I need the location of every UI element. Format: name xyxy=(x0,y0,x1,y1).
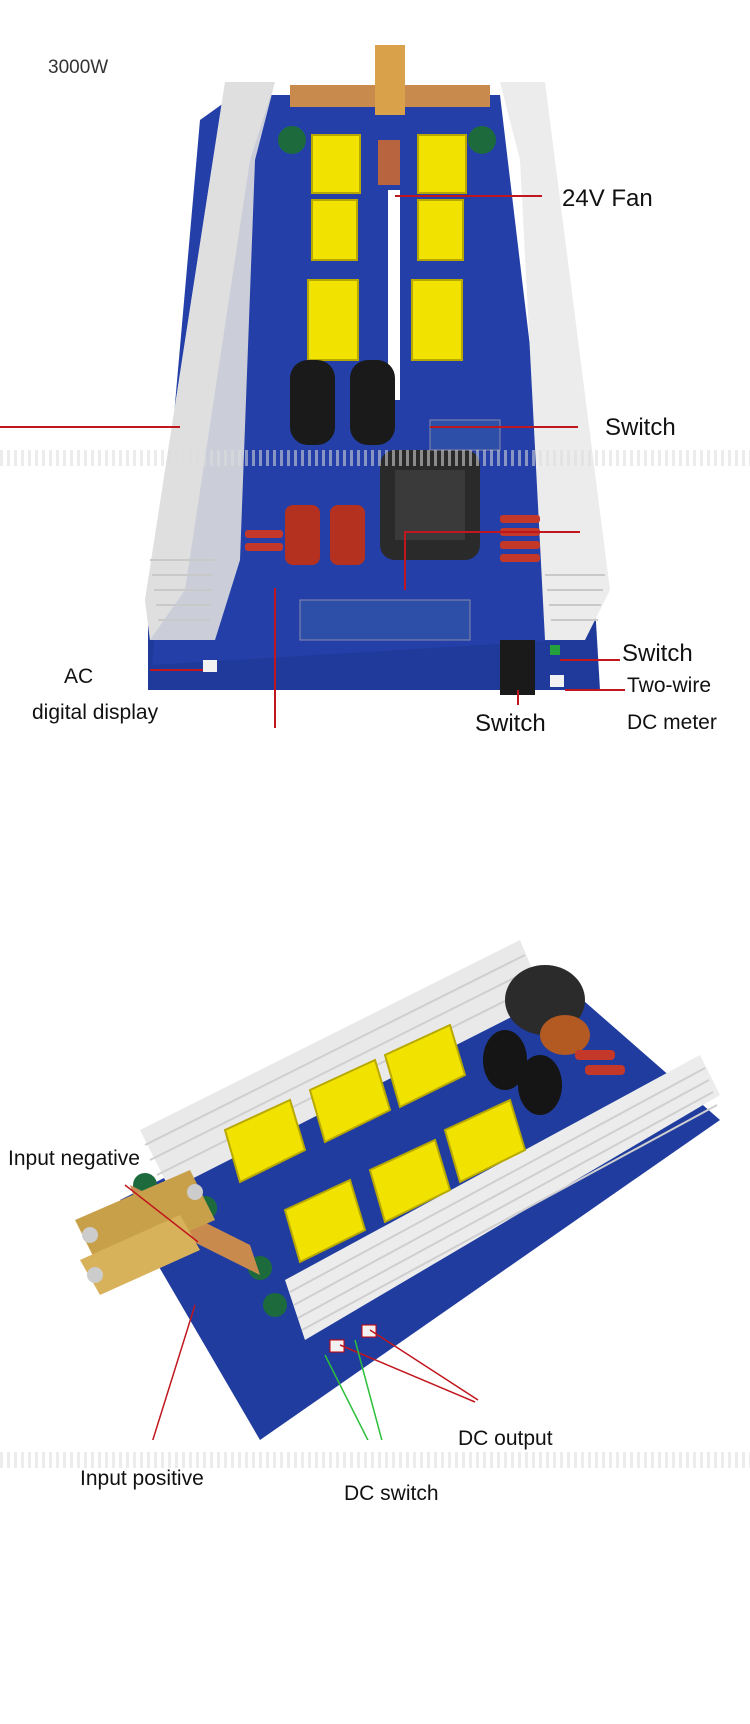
switch-bottom-label: Switch xyxy=(475,710,546,737)
digital-display-label: digital display xyxy=(32,701,159,724)
dc-switch-leader-line-2 xyxy=(354,1339,383,1440)
bottom-inverter-illustration xyxy=(75,940,720,1440)
scan-noise-bottom xyxy=(0,1452,750,1468)
input-negative-leader-line xyxy=(124,1184,199,1243)
top-inverter-illustration xyxy=(145,45,610,695)
switch-top-label: Switch xyxy=(605,414,676,441)
bottom-leader-lines xyxy=(124,1184,479,1440)
power-title: 3000W xyxy=(48,57,109,78)
dc-output-leader-line-2 xyxy=(369,1329,479,1401)
input-positive-label: Input positive xyxy=(80,1467,204,1490)
scan-noise-top xyxy=(0,450,750,466)
dc-output-label: DC output xyxy=(458,1427,553,1450)
center-leader-line xyxy=(404,531,580,590)
top-inverter-photo xyxy=(0,0,750,760)
top-leader-lines xyxy=(0,195,625,728)
dc-switch-leader-line-1 xyxy=(324,1354,369,1440)
dc-meter-label: DC meter xyxy=(627,711,717,734)
fan-label: 24V Fan xyxy=(562,185,653,212)
two-wire-label: Two-wire xyxy=(627,674,712,697)
input-positive-leader-line xyxy=(152,1304,196,1440)
dc-output-leader-line-1 xyxy=(339,1344,476,1403)
dc-switch-label: DC switch xyxy=(344,1482,439,1505)
bottom-inverter-photo xyxy=(0,920,750,1440)
ac-label: AC xyxy=(64,665,94,688)
input-negative-label: Input negative xyxy=(8,1147,140,1170)
switch-right-label: Switch xyxy=(622,640,693,667)
